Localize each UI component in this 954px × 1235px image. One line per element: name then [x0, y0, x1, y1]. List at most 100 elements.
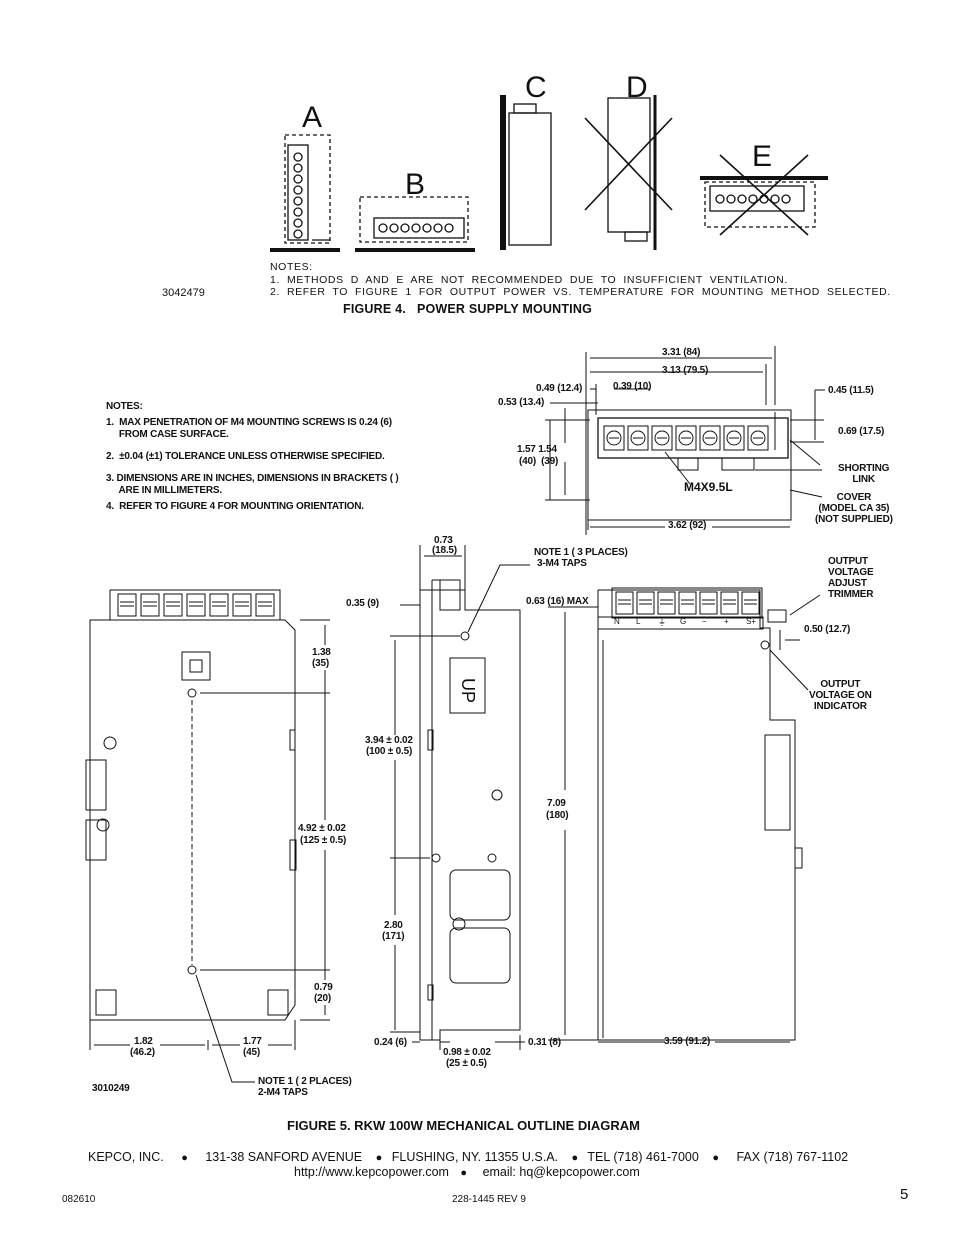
label-d: D	[626, 71, 648, 104]
terminal-circle	[293, 196, 303, 206]
terminal-block	[232, 593, 252, 617]
terminal-block	[163, 593, 183, 617]
figure4-caption: FIGURE 4. POWER SUPPLY MOUNTING	[343, 302, 592, 316]
terminal-label: −	[702, 617, 707, 626]
dim-024: 0.24 (6)	[374, 1037, 407, 1048]
figure4-note-1: 1. METHODS D AND E ARE NOT RECOMMENDED D…	[270, 273, 788, 286]
dim-394-mm: (100 ± 0.5)	[366, 746, 413, 757]
footer-doc-number: 228-1445 REV 9	[452, 1194, 526, 1205]
terminal-block	[747, 425, 769, 451]
terminal-block	[603, 425, 625, 451]
dim-177: 1.77	[243, 1036, 262, 1047]
terminal-circle	[770, 194, 780, 204]
figure5-note-3b: ARE IN MILLIMETERS.	[106, 485, 223, 496]
screw-icon	[654, 430, 670, 446]
footer-city: FLUSHING, NY. 11355 U.S.A.	[391, 1150, 559, 1164]
label-e: E	[752, 140, 772, 173]
terminal-block	[678, 591, 697, 615]
dim-049: 0.49 (12.4)	[536, 383, 583, 394]
figure5-notes-title: NOTES:	[106, 401, 143, 412]
terminal-block	[255, 593, 275, 617]
figure5-note-2: 2. ±0.04 (±1) TOLERANCE UNLESS OTHERWISE…	[106, 451, 385, 462]
terminal-label: G	[680, 617, 687, 626]
dim-182-mm: (46.2)	[130, 1047, 155, 1058]
screw-icon	[726, 430, 742, 446]
dim-098: 0.98 ± 0.02	[443, 1047, 491, 1058]
dim-331: 3.31 (84)	[662, 347, 701, 358]
note1-two-places-taps: 2-M4 TAPS	[258, 1087, 308, 1098]
dim-079: 0.79	[314, 982, 333, 993]
dim-182: 1.82	[134, 1036, 153, 1047]
terminal-label: L	[636, 617, 641, 626]
terminal-block	[651, 425, 673, 451]
shorting-link	[721, 457, 755, 471]
terminal-label: N	[614, 617, 620, 626]
dim-069: 0.69 (17.5)	[838, 426, 885, 437]
terminal-label: +	[724, 617, 729, 626]
dim-157: 1.57 1.54	[517, 444, 557, 455]
terminal-block	[723, 425, 745, 451]
terminal-circle	[444, 223, 454, 233]
note1-three-places: NOTE 1 ( 3 PLACES)	[534, 547, 628, 558]
terminal-block	[657, 591, 676, 615]
footer-fax: FAX (718) 767-1102	[736, 1150, 849, 1164]
cover-label: COVER (MODEL CA 35) (NOT SUPPLIED)	[815, 492, 893, 525]
terminal-block	[741, 591, 760, 615]
terminal-circle	[293, 163, 303, 173]
dim-313: 3.13 (79.5)	[662, 365, 709, 376]
dim-138: 1.38	[312, 647, 331, 658]
figure5-notes: NOTES: 1. MAX PENETRATION OF M4 MOUNTING…	[106, 401, 399, 513]
dim-280-mm: (171)	[382, 931, 405, 942]
dim-157-mm: (40) (39)	[519, 456, 559, 467]
dim-098-mm: (25 ± 0.5)	[446, 1058, 487, 1069]
terminal-block	[209, 593, 229, 617]
footer-email-link[interactable]: email: hq@kepcopower.com	[482, 1165, 640, 1179]
terminal-circle	[726, 194, 736, 204]
shorting-link-label: SHORTING LINK	[838, 463, 890, 485]
page-number: 5	[900, 1186, 909, 1203]
bullet-icon: ●	[571, 1152, 579, 1164]
terminal-circle	[293, 152, 303, 162]
dim-138-mm: (35)	[312, 658, 329, 669]
dim-709: 7.09	[547, 798, 566, 809]
footer-date-code: 082610	[62, 1194, 96, 1205]
figure4-note-2: 2. REFER TO FIGURE 1 FOR OUTPUT POWER VS…	[270, 286, 891, 298]
dim-039: 0.39 (10)	[613, 381, 652, 392]
footer-line-2: http://www.kepcopower.com ● email: hq@ke…	[294, 1165, 640, 1179]
terminal-circle	[293, 207, 303, 217]
dim-359: 3.59 (91.2)	[664, 1036, 711, 1047]
dim-492: 4.92 ± 0.02	[298, 823, 346, 834]
bullet-icon: ●	[375, 1152, 383, 1164]
terminal-block	[186, 593, 206, 617]
shorting-link	[677, 457, 699, 471]
dim-031: 0.31 (8)	[528, 1037, 561, 1048]
dim-492-mm: (125 ± 0.5)	[300, 835, 347, 846]
terminal-circle	[293, 229, 303, 239]
screw-label: M4X9.5L	[684, 480, 733, 494]
terminal-label: ⏚	[658, 618, 666, 627]
terminal-circle	[433, 223, 443, 233]
dim-045: 0.45 (11.5)	[828, 385, 874, 396]
figure4-notes-title: NOTES:	[270, 261, 313, 273]
dim-050: 0.50 (12.7)	[804, 624, 851, 635]
dim-709-mm: (180)	[546, 810, 569, 821]
terminal-circle	[378, 223, 388, 233]
terminal-circle	[422, 223, 432, 233]
figure5-note-1a: 1. MAX PENETRATION OF M4 MOUNTING SCREWS…	[106, 417, 392, 428]
footer-company: KEPCO, INC.	[88, 1150, 164, 1164]
footer-tel: TEL (718) 461-7000	[587, 1150, 699, 1164]
label-b: B	[405, 168, 425, 201]
figure5-note-1b: FROM CASE SURFACE.	[106, 429, 229, 440]
footer-web-link[interactable]: http://www.kepcopower.com	[294, 1165, 449, 1179]
label-c: C	[525, 71, 547, 104]
figure4-notes: NOTES: 1. METHODS D AND E ARE NOT RECOMM…	[270, 261, 891, 299]
footer-address: 131-38 SANFORD AVENUE	[205, 1150, 363, 1164]
note1-three-places-taps: 3-M4 TAPS	[537, 558, 587, 569]
dim-280: 2.80	[384, 920, 403, 931]
terminal-circle	[781, 194, 791, 204]
indicator-label: OUTPUT VOLTAGE ON INDICATOR	[809, 679, 872, 712]
footer-line-1: KEPCO, INC. ● 131-38 SANFORD AVENUE ● FL…	[88, 1150, 848, 1164]
figure5-drawing-id: 3010249	[92, 1083, 130, 1094]
